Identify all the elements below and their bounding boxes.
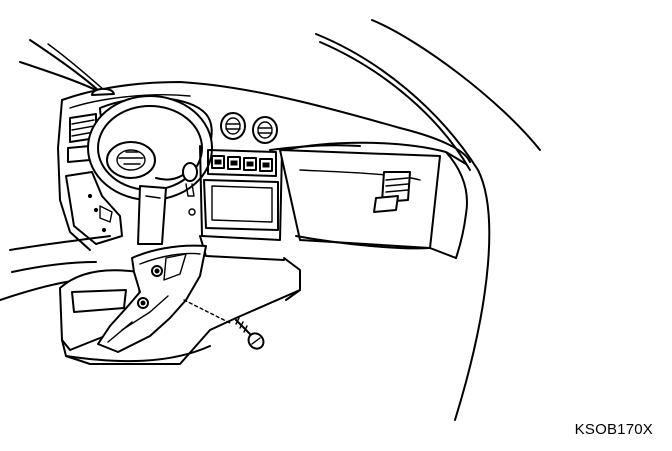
screw-icon: [235, 317, 265, 350]
steering-wheel: [87, 95, 213, 201]
lower-trim-panel: [97, 244, 207, 353]
right-pillar: [315, 19, 541, 421]
center-stack: [199, 145, 285, 261]
figure-code: KSOB170X: [574, 421, 653, 438]
passenger-dash: [269, 141, 467, 301]
center-round-vents: [220, 112, 278, 144]
steering-column: [137, 185, 167, 245]
screw-path: [183, 299, 233, 325]
ignition-switch: [182, 162, 198, 216]
dashboard-top: [57, 81, 471, 251]
center-switch-row: [207, 149, 277, 177]
left-a-pillar: [19, 39, 105, 93]
left-knee-panel: [65, 171, 123, 245]
dash-right-end: [429, 151, 468, 259]
floor-console: [0, 235, 301, 365]
right-side-vent: [373, 171, 411, 213]
